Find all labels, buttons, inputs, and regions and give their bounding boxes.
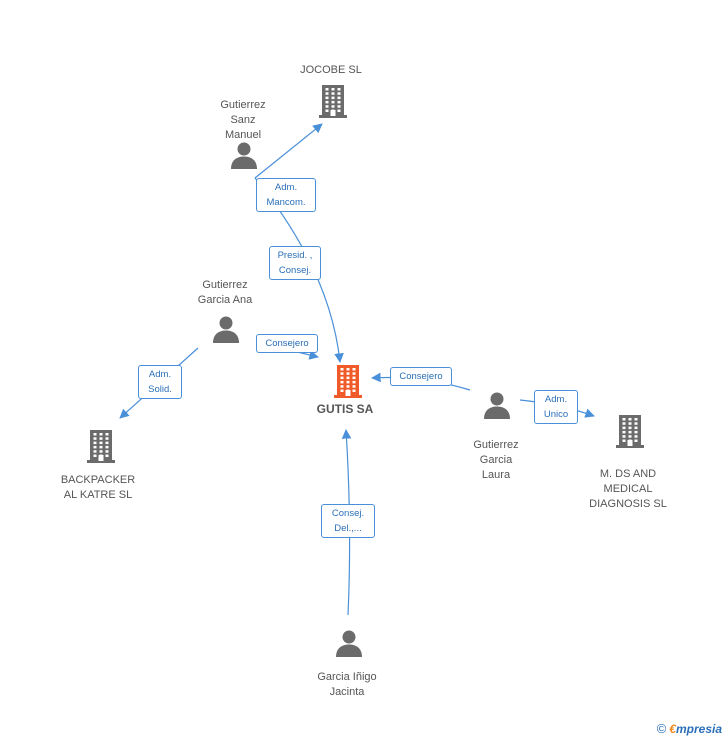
edge-label-e3[interactable]: Consejero xyxy=(256,333,318,353)
node-label-jocobe[interactable]: JOCOBE SL xyxy=(300,64,362,76)
node-label-ggl[interactable]: Gutierrez Garcia Laura xyxy=(473,439,519,481)
building-icon-gutis[interactable] xyxy=(334,364,362,403)
person-icon-gij[interactable] xyxy=(334,628,364,663)
node-label-backpacker[interactable]: BACKPACKER AL KATRE SL xyxy=(60,474,136,501)
copyright-icon: © xyxy=(656,721,667,736)
person-icon-ggl[interactable] xyxy=(482,390,512,425)
edge-gsm-to-jocobe xyxy=(254,123,323,179)
building-icon-backpacker[interactable] xyxy=(87,429,115,468)
node-label-gsm[interactable]: Gutierrez Sanz Manuel xyxy=(220,99,266,141)
edge-label-e5[interactable]: Consejero xyxy=(390,366,452,386)
node-label-gij[interactable]: Garcia Iñigo Jacinta xyxy=(317,671,377,698)
node-label-mds[interactable]: M. DS AND MEDICAL DIAGNOSIS SL xyxy=(589,468,667,510)
edge-label-e4[interactable]: Adm. Solid. xyxy=(138,365,182,399)
person-icon-gga[interactable] xyxy=(211,314,241,349)
edge-label-e6[interactable]: Adm. Unico xyxy=(534,390,578,424)
person-icon-gsm[interactable] xyxy=(229,140,259,175)
brand-logo-initial: € xyxy=(669,722,676,736)
node-label-gutis[interactable]: GUTIS SA xyxy=(316,402,374,416)
node-label-gga[interactable]: Gutierrez Garcia Ana xyxy=(197,279,253,306)
brand-footer[interactable]: ©€mpresia xyxy=(657,721,722,736)
brand-name: mpresia xyxy=(675,722,722,736)
edge-label-e7[interactable]: Consej. Del.,... xyxy=(321,504,375,538)
building-icon-jocobe[interactable] xyxy=(319,84,347,123)
edge-label-e1[interactable]: Adm. Mancom. xyxy=(256,178,316,212)
edge-label-e2[interactable]: Presid. , Consej. xyxy=(269,246,321,280)
building-icon-mds[interactable] xyxy=(616,414,644,453)
